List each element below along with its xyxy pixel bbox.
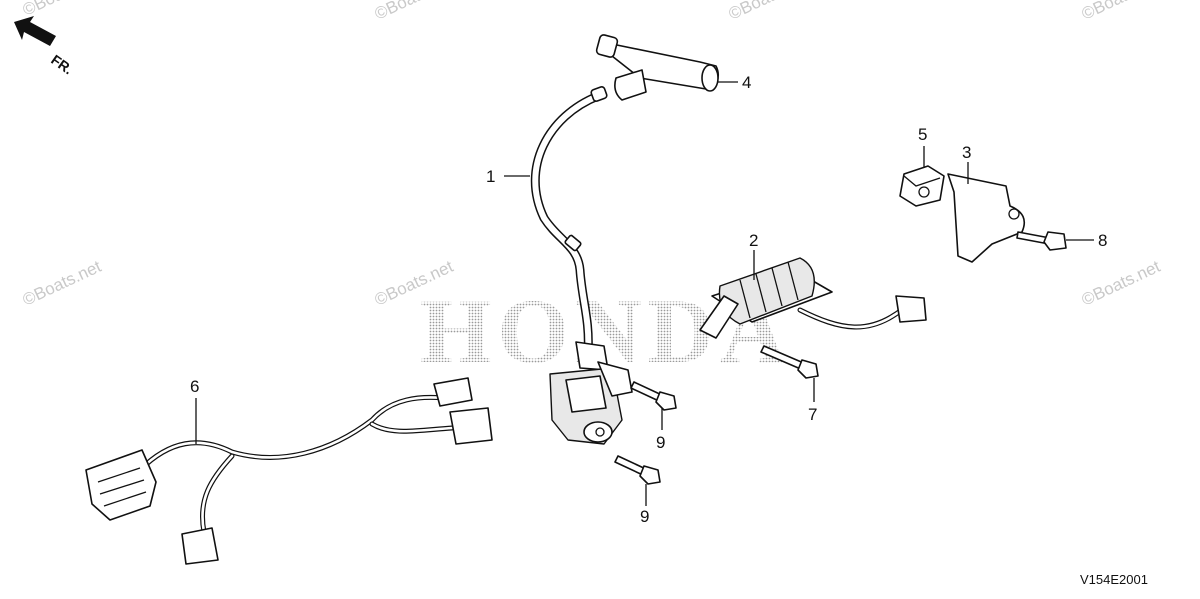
watermark-top-3: ©Boats.net	[1079, 0, 1164, 24]
ignition-coil-part	[530, 86, 633, 445]
boats-watermarks: ©Boats.net ©Boats.net ©Boats.net ©Boats.…	[20, 0, 1164, 310]
front-direction-indicator: FR.	[14, 16, 76, 77]
grommet-part	[899, 165, 945, 207]
coil-bolt-lower-part	[614, 455, 661, 485]
callout-5: 5	[918, 125, 927, 144]
callout-9-upper: 9	[656, 433, 665, 452]
callout-2: 2	[749, 231, 758, 250]
direction-label: FR.	[48, 51, 76, 77]
spark-plug-cap-part	[595, 34, 720, 101]
callout-1: 1	[486, 167, 495, 186]
leader-lines	[195, 81, 1094, 506]
watermark-mid-4: ©Boats.net	[1079, 257, 1164, 310]
callout-6: 6	[190, 377, 199, 396]
watermark-top-1: ©Boats.net	[372, 0, 457, 24]
callout-3: 3	[962, 143, 971, 162]
wire-harness-part	[85, 377, 493, 565]
callout-7: 7	[808, 405, 817, 424]
charge-coil-part	[699, 257, 927, 339]
diagram-code: V154E2001	[1080, 572, 1148, 587]
front-arrow-icon	[14, 16, 56, 46]
watermark-top-2: ©Boats.net	[726, 0, 811, 24]
bracket-part	[947, 173, 1026, 263]
callout-8: 8	[1098, 231, 1107, 250]
bracket-bolt-part	[1016, 231, 1067, 251]
watermark-mid-1: ©Boats.net	[20, 257, 105, 310]
callout-labels: 1 2 3 4 5 6 7 8 9 9	[190, 73, 1107, 526]
callout-4: 4	[742, 73, 751, 92]
coil-bolt-upper-part	[630, 381, 677, 411]
charge-coil-bolt-part	[760, 345, 819, 379]
callout-9-lower: 9	[640, 507, 649, 526]
